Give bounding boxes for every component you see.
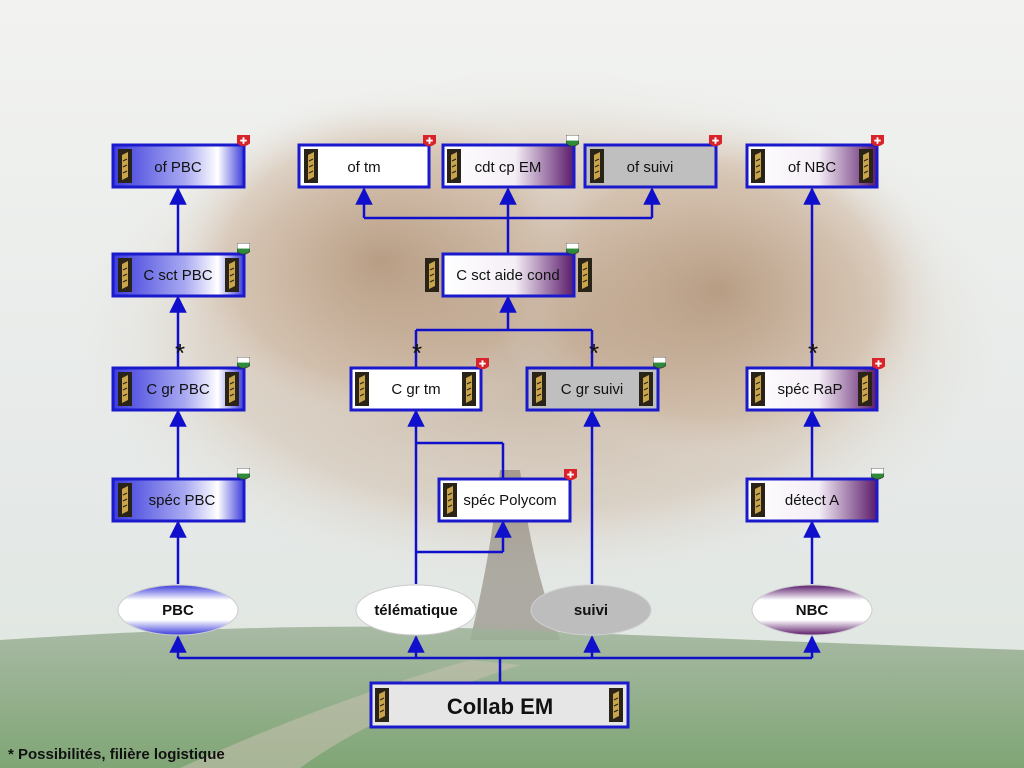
- logistics-marker: *: [808, 338, 818, 368]
- rank-insignia-icon: [118, 372, 132, 406]
- branch-telematique: télématique: [355, 584, 477, 636]
- rank-insignia-icon: [118, 258, 132, 292]
- node-label: C sct PBC: [143, 267, 212, 284]
- node-spec-rap: spéc RaP: [745, 358, 885, 412]
- rank-insignia-icon: [355, 372, 369, 406]
- rank-insignia-icon: [375, 688, 389, 722]
- node-cdt-cp-em: cdt cp EM: [441, 135, 579, 189]
- swiss-flag-icon: [476, 358, 489, 370]
- rank-insignia-icon: [858, 372, 872, 406]
- node-c-sct-pbc: C sct PBC: [111, 243, 250, 298]
- node-of-suivi: of suivi: [583, 135, 722, 189]
- rank-insignia-icon: [225, 372, 239, 406]
- node-label: C gr suivi: [561, 381, 624, 398]
- node-label: of suivi: [627, 159, 674, 176]
- node-label: détect A: [785, 492, 839, 509]
- node-detect-a: détect A: [745, 468, 884, 523]
- vaud-shield-icon: [237, 243, 250, 255]
- rank-insignia-icon: [304, 149, 318, 183]
- node-of-pbc: of PBC: [111, 135, 250, 189]
- swiss-flag-icon: [423, 135, 436, 147]
- swiss-flag-icon: [564, 469, 577, 481]
- rank-insignia-icon: [639, 372, 653, 406]
- swiss-flag-icon: [872, 358, 885, 370]
- logistics-marker: *: [589, 338, 599, 368]
- rank-insignia-icon: [225, 258, 239, 292]
- node-label: of PBC: [154, 159, 202, 176]
- node-label: spéc Polycom: [463, 492, 556, 509]
- rank-insignia-icon: [118, 149, 132, 183]
- node-label: C gr PBC: [146, 381, 210, 398]
- rank-insignia-icon: [751, 372, 765, 406]
- node-c-gr-pbc: C gr PBC: [111, 357, 250, 412]
- branch-pbc: PBC: [117, 584, 239, 636]
- node-c-sct-aide-cond: C sct aide cond: [425, 243, 592, 298]
- node-spec-polycom: spéc Polycom: [437, 469, 577, 523]
- vaud-shield-icon: [566, 243, 579, 255]
- rank-insignia-icon: [532, 372, 546, 406]
- branch-nbc: NBC: [751, 584, 873, 636]
- logistics-marker: *: [175, 338, 185, 368]
- rank-insignia-icon: [590, 149, 604, 183]
- logistics-marker: *: [412, 338, 422, 368]
- root-label: Collab EM: [447, 694, 553, 719]
- branch-label: télématique: [374, 602, 457, 619]
- branch-label: NBC: [796, 602, 829, 619]
- vaud-shield-icon: [653, 357, 666, 369]
- vaud-shield-icon: [237, 357, 250, 369]
- swiss-flag-icon: [237, 135, 250, 147]
- rank-insignia-icon: [118, 483, 132, 517]
- node-spec-pbc: spéc PBC: [111, 468, 250, 523]
- node-label: C sct aide cond: [456, 267, 559, 284]
- swiss-flag-icon: [709, 135, 722, 147]
- branch-label: suivi: [574, 602, 608, 619]
- swiss-flag-icon: [871, 135, 884, 147]
- vaud-shield-icon: [566, 135, 579, 147]
- rank-insignia-icon: [578, 258, 592, 292]
- node-collab-em: Collab EM: [369, 681, 630, 729]
- node-of-nbc: of NBC: [745, 135, 884, 189]
- branch-suivi: suivi: [530, 584, 652, 636]
- vaud-shield-icon: [871, 468, 884, 480]
- node-label: cdt cp EM: [475, 159, 542, 176]
- node-label: C gr tm: [391, 381, 440, 398]
- rank-insignia-icon: [859, 149, 873, 183]
- node-of-tm: of tm: [297, 135, 436, 189]
- rank-insignia-icon: [443, 483, 457, 517]
- footnote: * Possibilités, filière logistique: [8, 746, 225, 763]
- node-label: spéc RaP: [777, 381, 842, 398]
- node-label: spéc PBC: [149, 492, 216, 509]
- node-c-gr-tm: C gr tm: [349, 358, 489, 412]
- rank-insignia-icon: [609, 688, 623, 722]
- connectors: [169, 187, 821, 682]
- branch-label: PBC: [162, 602, 194, 619]
- vaud-shield-icon: [237, 468, 250, 480]
- rank-insignia-icon: [447, 149, 461, 183]
- node-c-gr-suivi: C gr suivi: [525, 357, 666, 412]
- node-label: of tm: [347, 159, 380, 176]
- node-label: of NBC: [788, 159, 837, 176]
- rank-insignia-icon: [751, 483, 765, 517]
- rank-insignia-icon: [462, 372, 476, 406]
- rank-insignia-icon: [425, 258, 439, 292]
- rank-insignia-icon: [751, 149, 765, 183]
